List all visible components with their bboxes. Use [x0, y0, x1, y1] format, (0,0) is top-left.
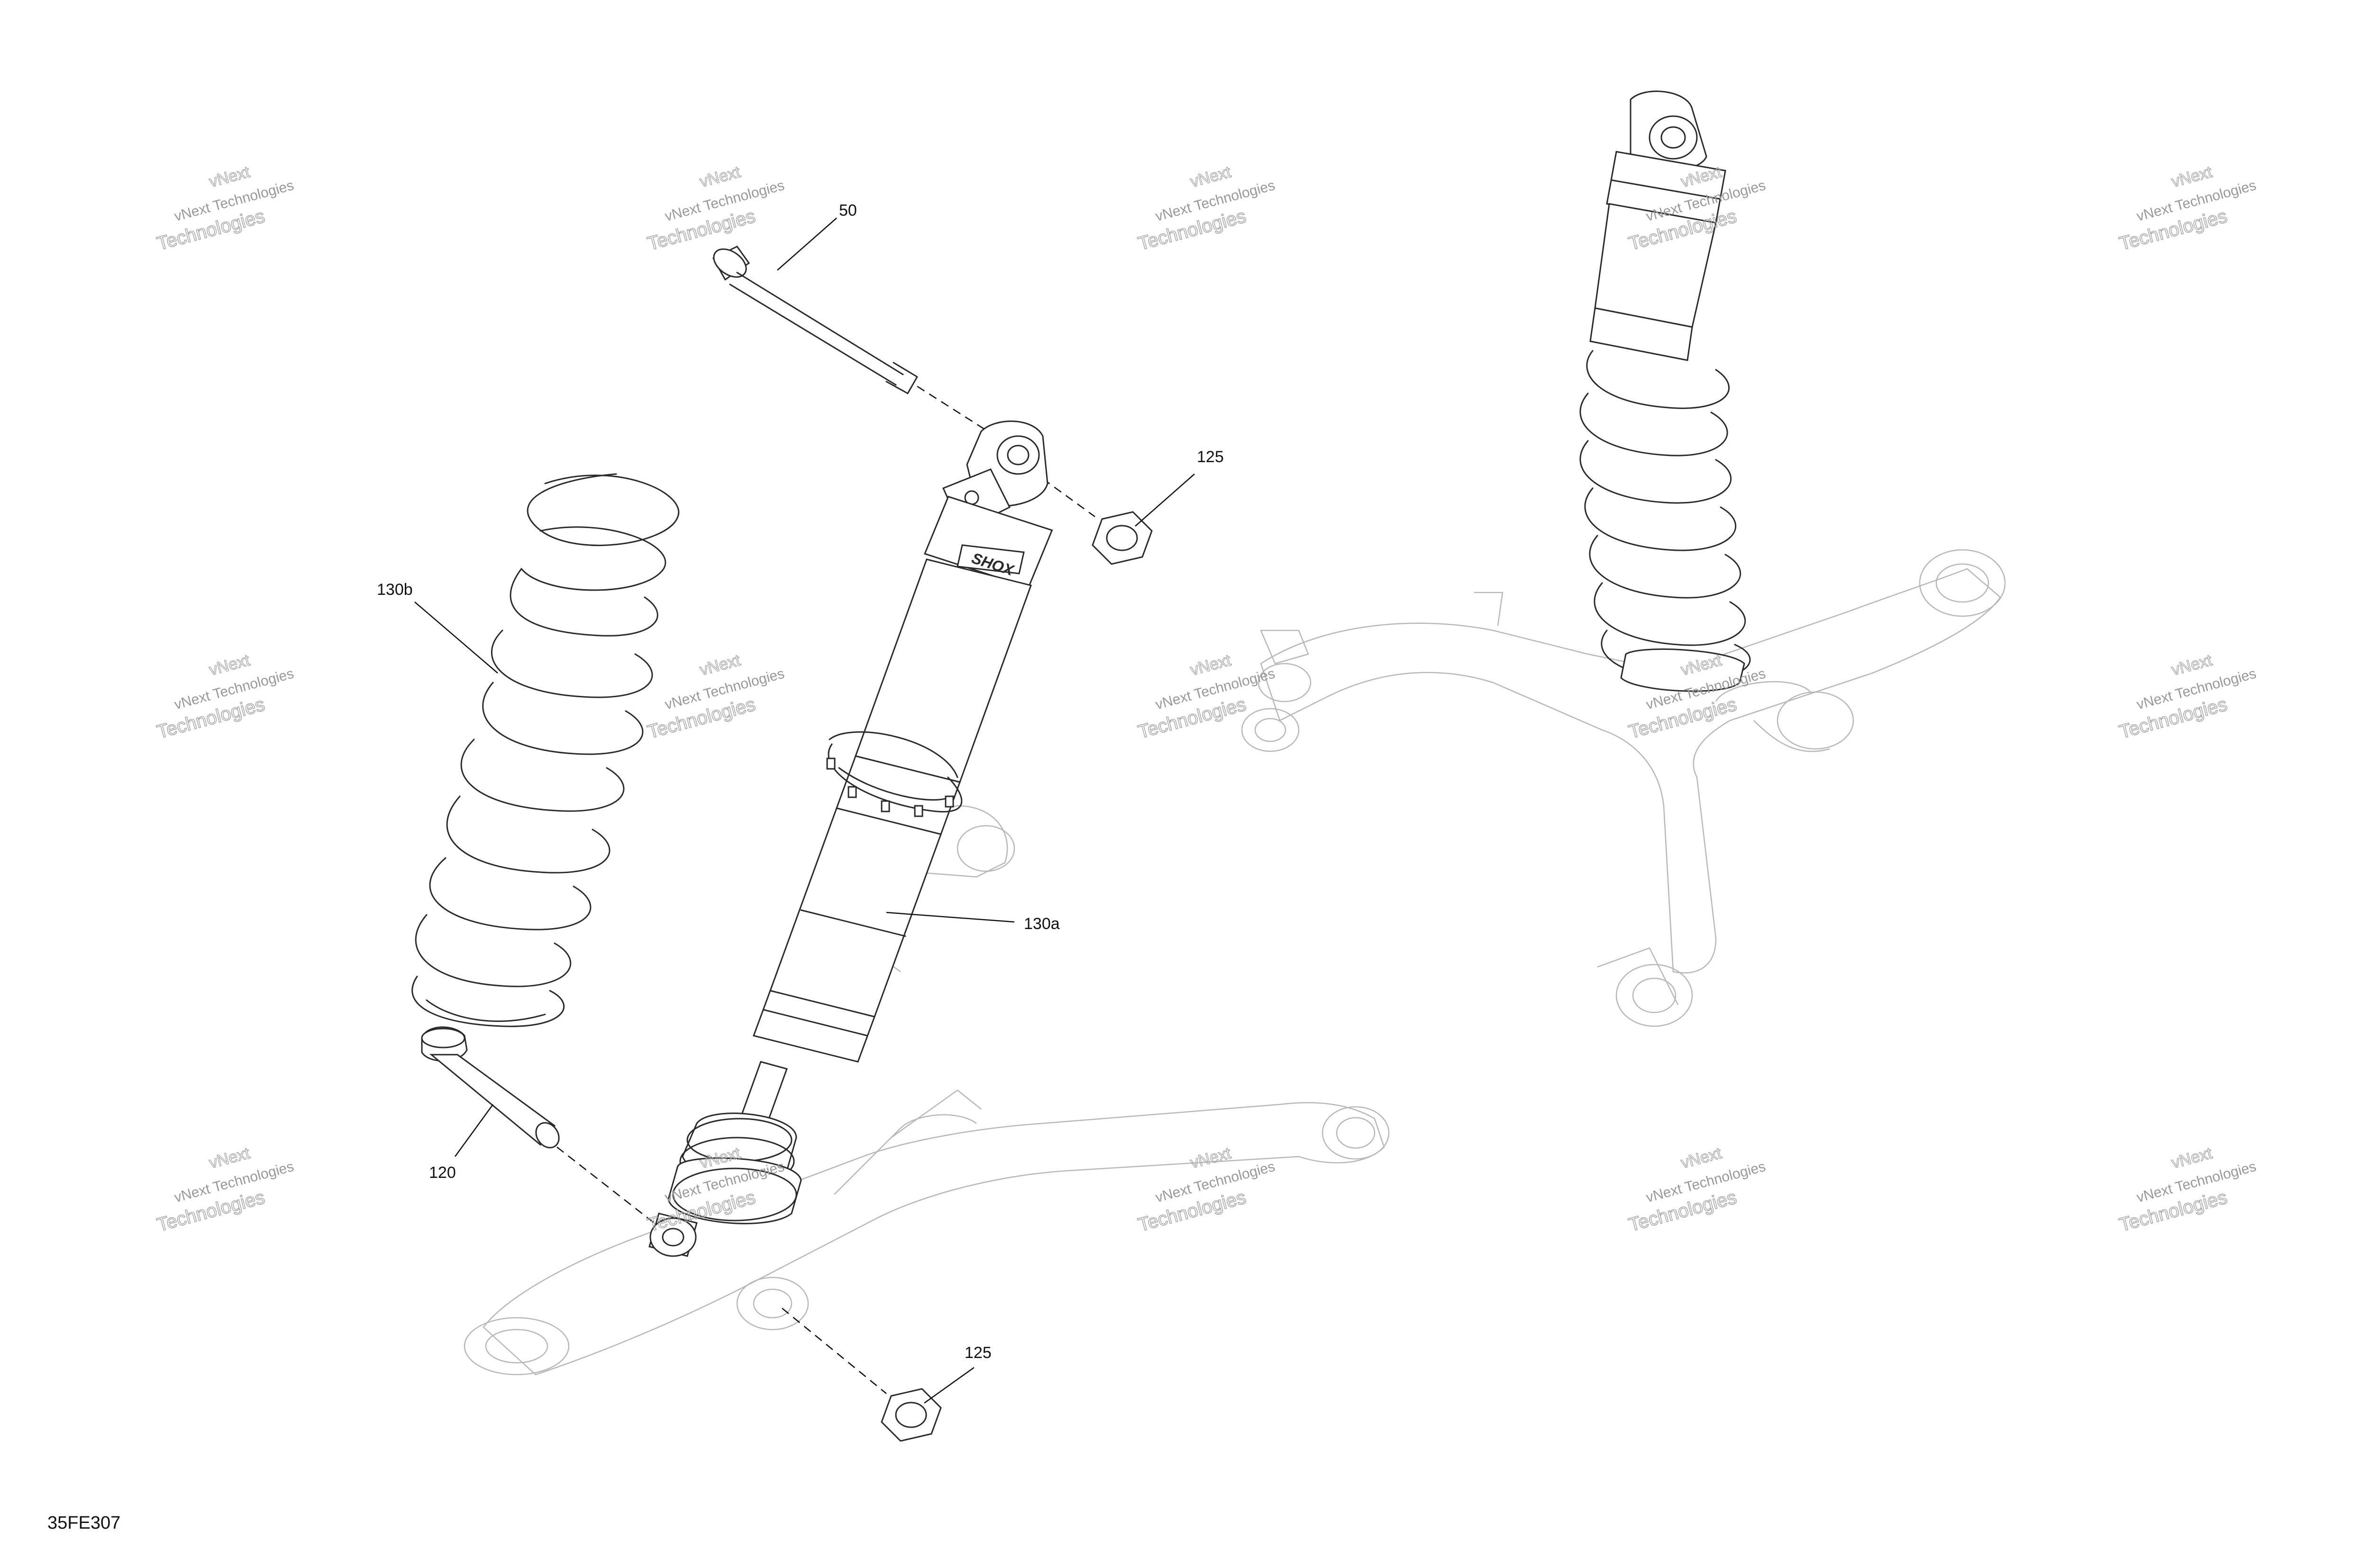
- lower-a-arm-left: [464, 805, 1390, 1376]
- bolt-120: [421, 1026, 560, 1149]
- svg-text:vNext: vNext: [2169, 651, 2214, 679]
- axis-bolt-120: [556, 1147, 655, 1223]
- spring-130b: [411, 473, 680, 1027]
- svg-text:vNext: vNext: [207, 163, 252, 191]
- shock-absorber-130a: SHOX: [648, 420, 1053, 1257]
- assembled-spring: [1579, 350, 1751, 681]
- svg-text:vNext: vNext: [698, 651, 742, 679]
- axis-bolt-50: [917, 385, 996, 437]
- axis-nut-125-bottom: [782, 1308, 887, 1394]
- svg-text:vNext: vNext: [2169, 163, 2214, 191]
- bolt-50: [712, 246, 918, 394]
- svg-text:vNext: vNext: [1679, 1144, 1723, 1172]
- axis-nut-125-top: [1042, 478, 1095, 518]
- callout-130a: 130a: [1024, 915, 1060, 933]
- callout-130b: 130b: [377, 581, 413, 599]
- svg-text:vNext: vNext: [1188, 163, 1233, 191]
- svg-text:vNext: vNext: [1188, 1144, 1233, 1172]
- preload-ring-teeth: [826, 757, 954, 817]
- svg-text:vNext: vNext: [698, 163, 742, 191]
- callout-125-bottom: 125: [965, 1344, 992, 1362]
- svg-text:vNext: vNext: [207, 1144, 252, 1172]
- figure-code: 35FE307: [47, 1513, 120, 1533]
- nut-125-bottom: [881, 1388, 942, 1442]
- callout-125-top: 125: [1197, 448, 1224, 466]
- svg-text:vNext: vNext: [207, 651, 252, 679]
- assembled-view: [1241, 91, 2006, 1027]
- svg-text:vNext: vNext: [1188, 651, 1233, 679]
- callout-50: 50: [839, 201, 857, 219]
- leader-lines: [414, 218, 1195, 1404]
- callout-120: 120: [429, 1164, 456, 1182]
- svg-text:vNext: vNext: [2169, 1144, 2214, 1172]
